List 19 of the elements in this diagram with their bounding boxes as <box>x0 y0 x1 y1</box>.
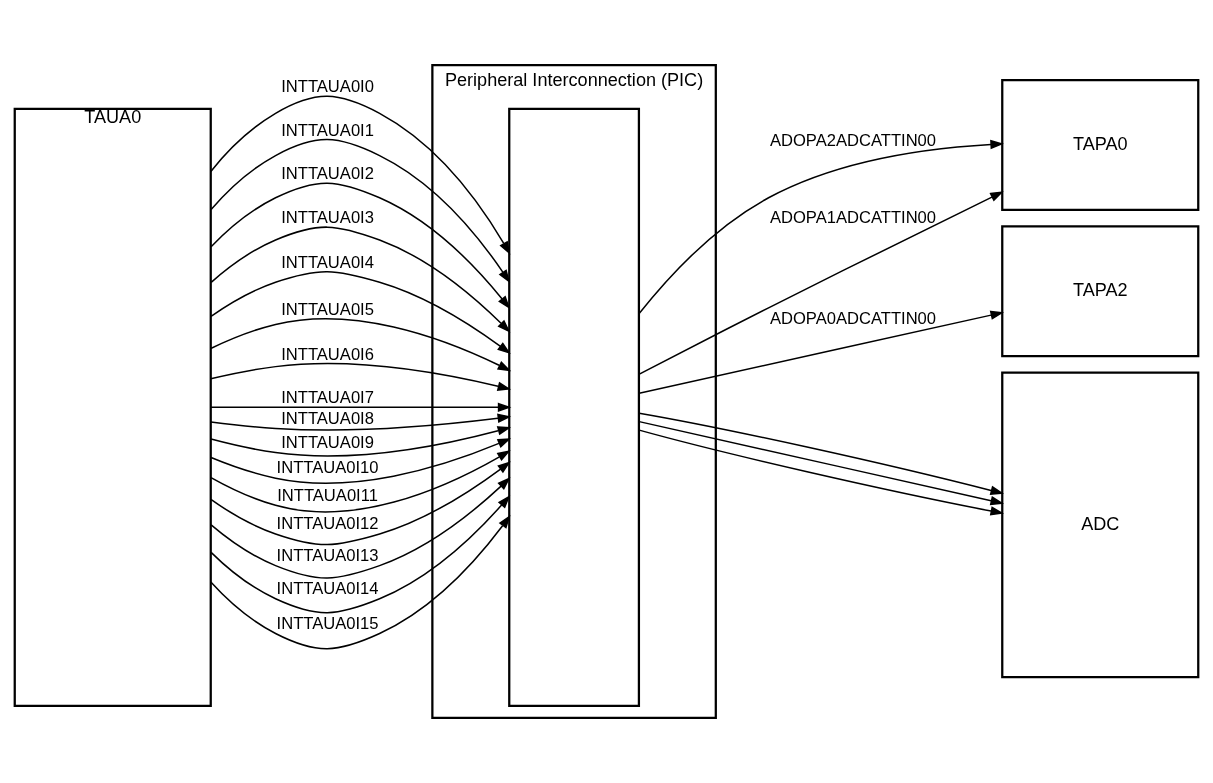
edge-label: INTTAUA0I12 <box>276 514 379 534</box>
edge-label: INTTAUA0I11 <box>277 485 378 505</box>
edge-label: INTTAUA0I4 <box>281 253 374 273</box>
edge-label: ADOPA2ADCATTIN00 <box>769 131 937 151</box>
edge-label: INTTAUA0I2 <box>281 164 374 184</box>
edge-label: INTTAUA0I10 <box>276 458 379 478</box>
edge-label: INTTAUA0I8 <box>281 408 374 428</box>
edge-label: INTTAUA0I13 <box>276 545 379 565</box>
edge-label: INTTAUA0I7 <box>281 387 374 407</box>
edge-label: INTTAUA0I14 <box>276 578 379 598</box>
edge-label: ADOPA1ADCATTIN00 <box>769 208 937 228</box>
edge-label: INTTAUA0I0 <box>281 76 374 96</box>
edge-label: INTTAUA0I3 <box>281 208 374 228</box>
edge-label: INTTAUA0I5 <box>281 300 374 320</box>
edge-label: ADOPA0ADCATTIN00 <box>769 309 937 329</box>
edge-label: INTTAUA0I9 <box>281 432 374 452</box>
edge-label: INTTAUA0I1 <box>281 120 374 140</box>
edge-label: INTTAUA0I15 <box>276 613 379 633</box>
edge-label: INTTAUA0I6 <box>281 345 374 365</box>
